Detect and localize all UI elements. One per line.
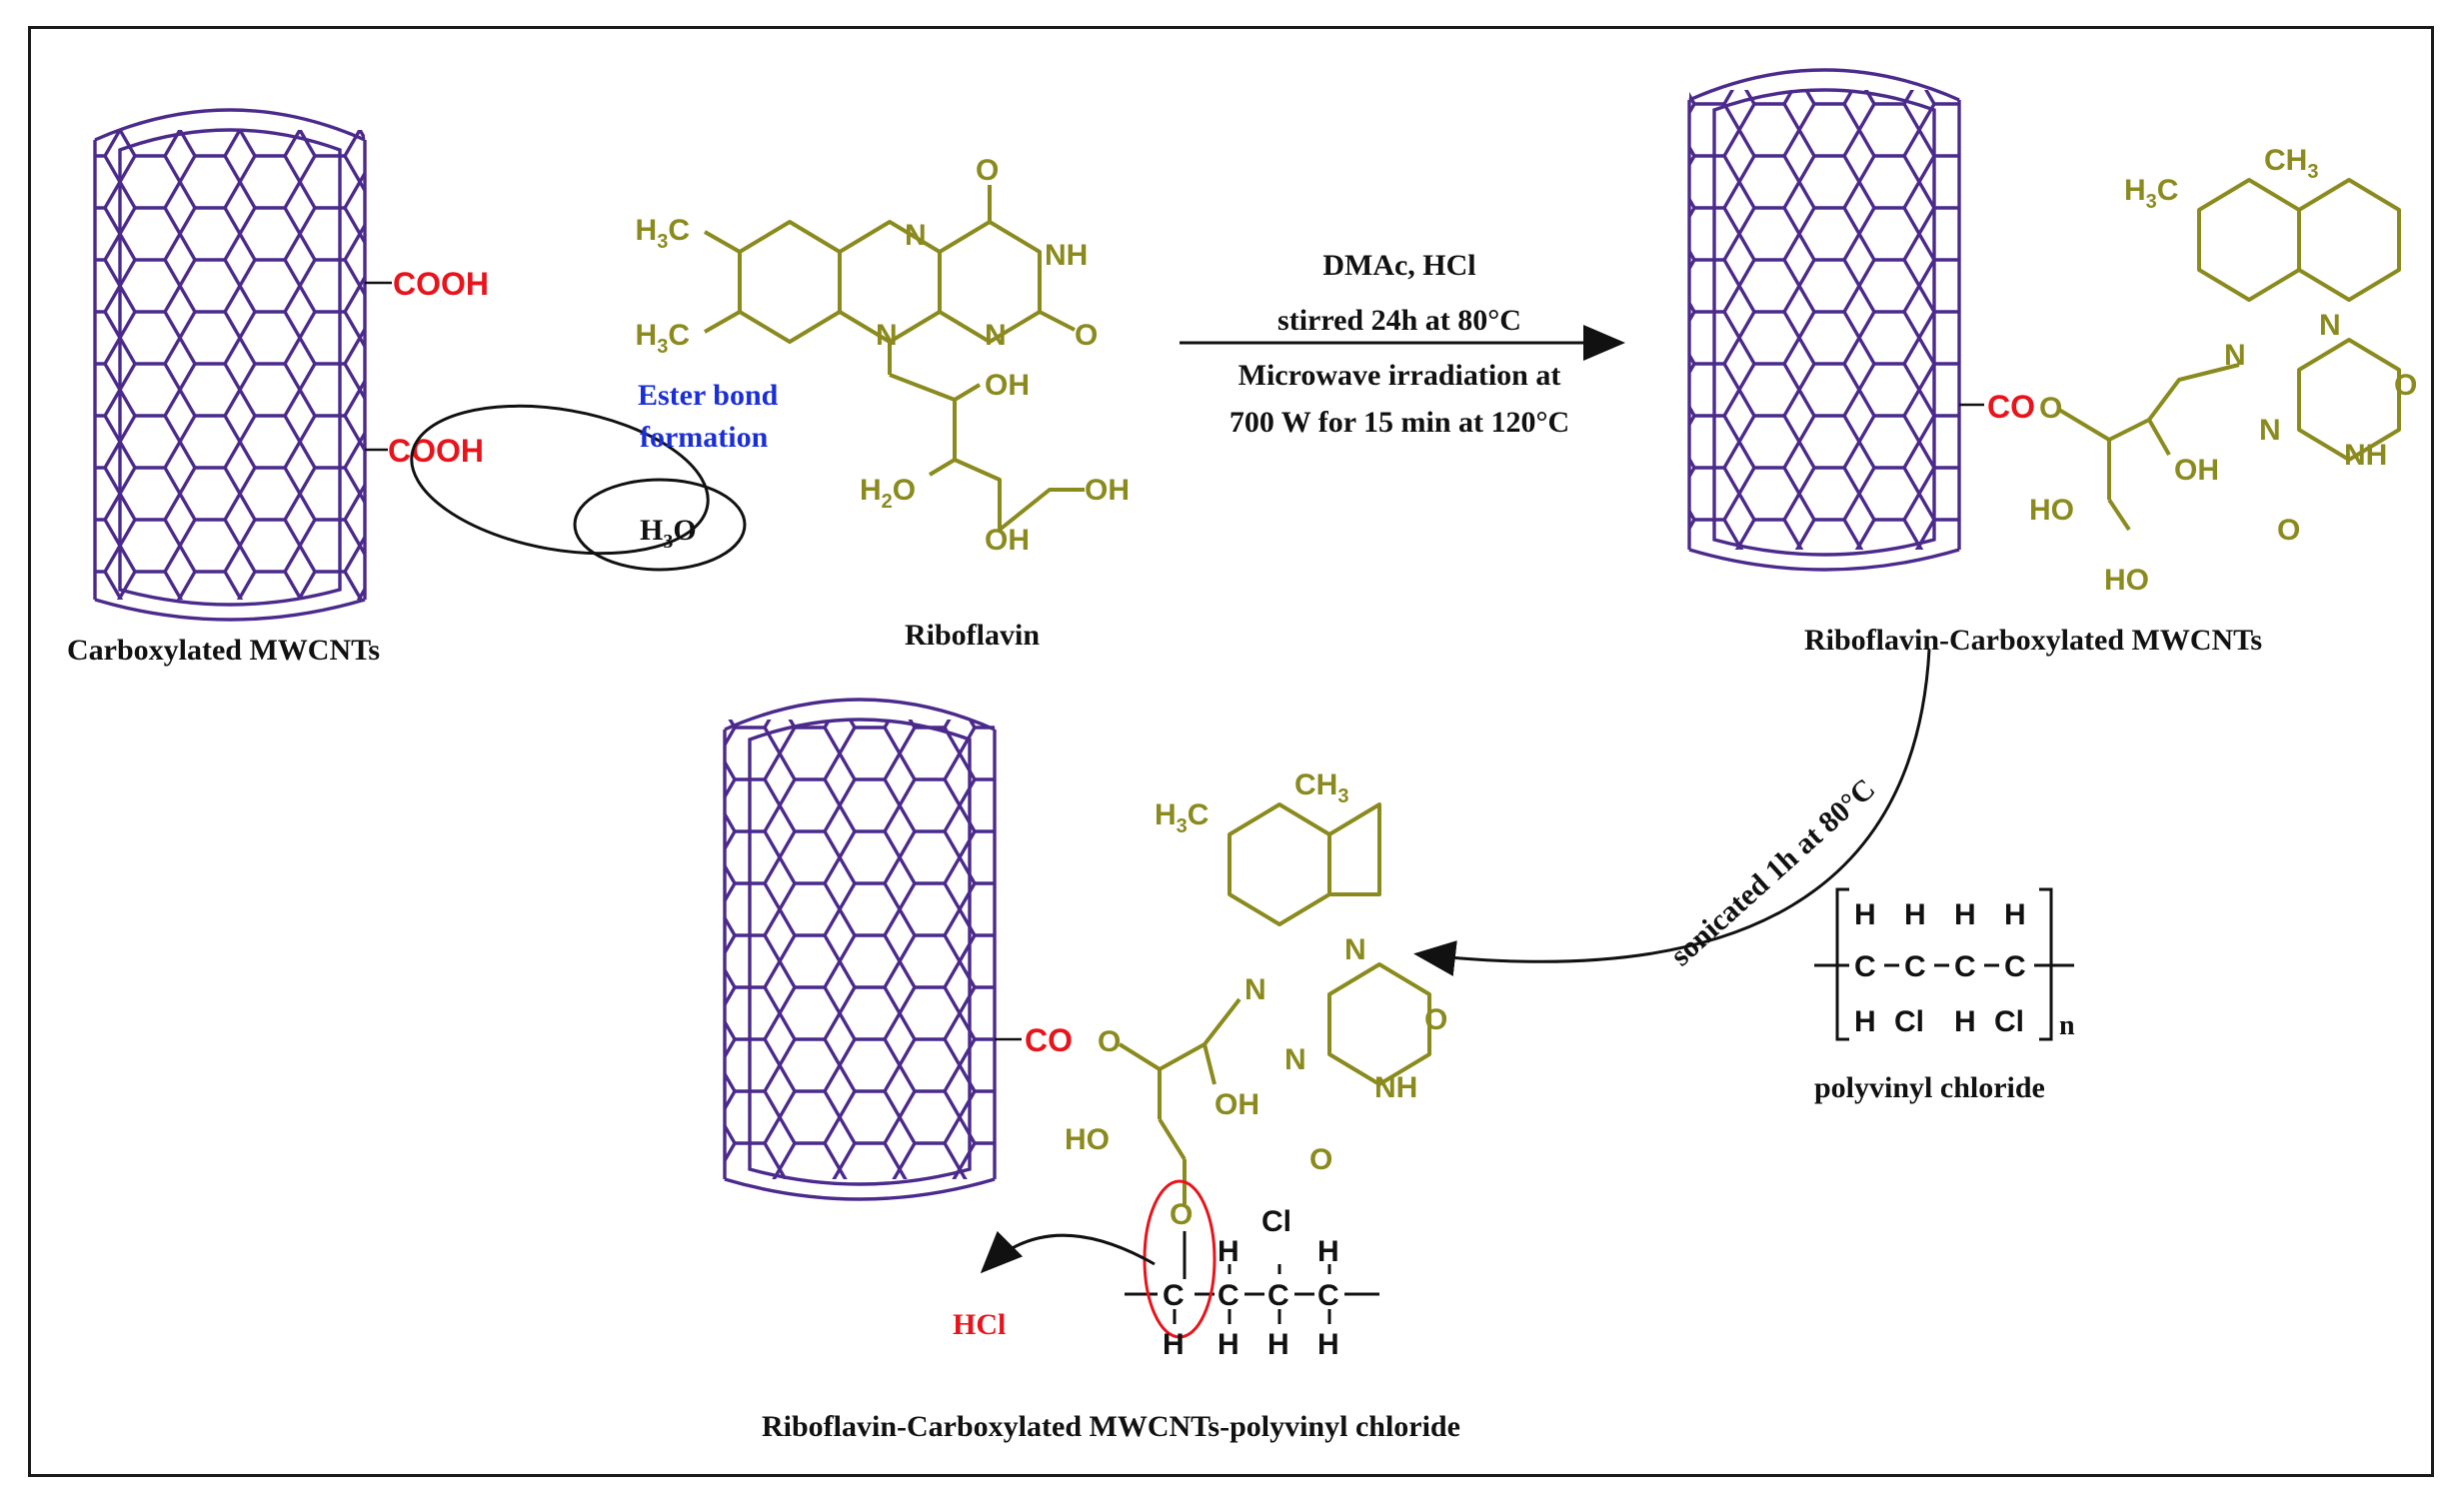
svg-text:H: H xyxy=(1854,1005,1876,1038)
hcl-arrow xyxy=(980,1230,1156,1274)
nanotube-2 xyxy=(1687,68,1961,572)
figure-frame xyxy=(28,26,2434,1477)
svg-text:N: N xyxy=(2224,339,2246,372)
svg-text:CH3: CH3 xyxy=(1294,768,1348,807)
svg-text:H: H xyxy=(1904,898,1926,931)
svg-text:H: H xyxy=(1317,1235,1339,1268)
cond-sonication: sonicated 1h at 80°C xyxy=(1664,772,1881,972)
riboflavin-attached-1 xyxy=(2057,178,2401,532)
svg-text:n: n xyxy=(2059,1010,2075,1041)
svg-text:O: O xyxy=(2277,514,2300,547)
cond-microwave-1: Microwave irradiation at xyxy=(1238,359,1561,392)
label-pvc: polyvinyl chloride xyxy=(1814,1071,2045,1104)
svg-text:C: C xyxy=(1317,1279,1339,1312)
svg-text:H3C: H3C xyxy=(636,319,690,358)
svg-text:COOH: COOH xyxy=(388,433,484,469)
hcl-label: HCl xyxy=(953,1308,1006,1341)
svg-text:N: N xyxy=(985,319,1007,352)
svg-text:C: C xyxy=(1904,950,1926,983)
svg-text:H: H xyxy=(1267,1328,1289,1361)
label-riboflavin-carboxylated: Riboflavin-Carboxylated MWCNTs xyxy=(1804,624,2262,657)
svg-text:Cl: Cl xyxy=(1261,1205,1291,1238)
svg-text:O: O xyxy=(1170,1198,1193,1231)
svg-text:CH3: CH3 xyxy=(2264,144,2318,183)
ester-ellipse-inner xyxy=(573,478,747,572)
svg-text:H: H xyxy=(1163,1328,1185,1361)
label-carboxylated-mwcnts: Carboxylated MWCNTs xyxy=(67,634,380,667)
svg-text:NH: NH xyxy=(1374,1071,1417,1104)
svg-text:NH: NH xyxy=(2344,439,2387,472)
svg-text:O: O xyxy=(1309,1143,1332,1176)
ester-ellipse-outer xyxy=(410,404,710,556)
svg-text:N: N xyxy=(1344,933,1366,966)
svg-text:HO: HO xyxy=(2104,564,2149,597)
cond-stir: stirred 24h at 80°C xyxy=(1277,304,1521,337)
pvc-chain-attached xyxy=(1125,1231,1379,1324)
svg-text:C: C xyxy=(1954,950,1976,983)
svg-text:NH: NH xyxy=(1045,239,1088,272)
label-final-product: Riboflavin-Carboxylated MWCNTs-polyvinyl… xyxy=(762,1410,1460,1443)
ester-label-2: formation xyxy=(640,421,769,454)
svg-text:CO: CO xyxy=(1025,1022,1073,1058)
svg-text:N: N xyxy=(1244,973,1266,1006)
cooh-group-2: COOH xyxy=(365,433,484,469)
svg-text:H3C: H3C xyxy=(636,214,690,253)
svg-text:H: H xyxy=(1954,1005,1976,1038)
h3o-label: H3O xyxy=(640,514,697,553)
nanotube-1 xyxy=(93,108,367,622)
svg-text:N: N xyxy=(905,219,927,252)
riboflavin-structure xyxy=(704,185,1085,532)
svg-text:O: O xyxy=(2039,392,2062,425)
nanotube-3 xyxy=(723,698,997,1201)
svg-text:OH: OH xyxy=(985,369,1030,402)
cond-microwave-2: 700 W for 15 min at 120°C xyxy=(1230,406,1569,439)
svg-text:O: O xyxy=(1098,1025,1121,1058)
svg-text:H: H xyxy=(1854,898,1876,931)
svg-text:OH: OH xyxy=(2174,454,2219,487)
sonication-arrow xyxy=(1413,649,1931,976)
svg-text:O: O xyxy=(2394,369,2417,402)
svg-text:CO: CO xyxy=(1987,389,2035,425)
svg-text:H: H xyxy=(1218,1328,1239,1361)
svg-text:COOH: COOH xyxy=(393,266,489,302)
svg-text:C: C xyxy=(1267,1279,1289,1312)
svg-text:H: H xyxy=(1218,1235,1239,1268)
cooh-group-1: COOH xyxy=(365,266,489,302)
svg-text:OH: OH xyxy=(1215,1088,1259,1121)
svg-text:OH: OH xyxy=(985,524,1030,557)
svg-text:H: H xyxy=(1954,898,1976,931)
ester-label-1: Ester bond xyxy=(638,379,779,412)
svg-text:HO: HO xyxy=(2029,494,2074,527)
label-riboflavin: Riboflavin xyxy=(905,619,1040,652)
svg-text:N: N xyxy=(876,319,898,352)
svg-text:H: H xyxy=(2004,898,2026,931)
svg-text:O: O xyxy=(1075,319,1098,352)
svg-text:H2O: H2O xyxy=(860,474,916,513)
svg-text:N: N xyxy=(1284,1043,1306,1076)
svg-text:O: O xyxy=(1424,1003,1447,1036)
svg-text:C: C xyxy=(1218,1279,1239,1312)
svg-text:C: C xyxy=(1854,950,1876,983)
svg-text:C: C xyxy=(1163,1279,1185,1312)
svg-text:N: N xyxy=(2259,414,2281,447)
svg-text:N: N xyxy=(2319,309,2341,342)
cond-reagents: DMAc, HCl xyxy=(1322,249,1475,282)
svg-text:H: H xyxy=(1317,1328,1339,1361)
svg-text:Cl: Cl xyxy=(1994,1005,2024,1038)
svg-text:H3C: H3C xyxy=(1155,798,1209,837)
svg-text:H3C: H3C xyxy=(2124,174,2178,213)
pvc-structure xyxy=(1814,887,2074,1041)
svg-text:OH: OH xyxy=(1085,474,1130,507)
svg-text:C: C xyxy=(2004,950,2026,983)
riboflavin-attached-2 xyxy=(1118,802,1431,1204)
svg-text:Cl: Cl xyxy=(1894,1005,1924,1038)
svg-text:HO: HO xyxy=(1065,1123,1110,1156)
svg-text:O: O xyxy=(976,154,999,187)
